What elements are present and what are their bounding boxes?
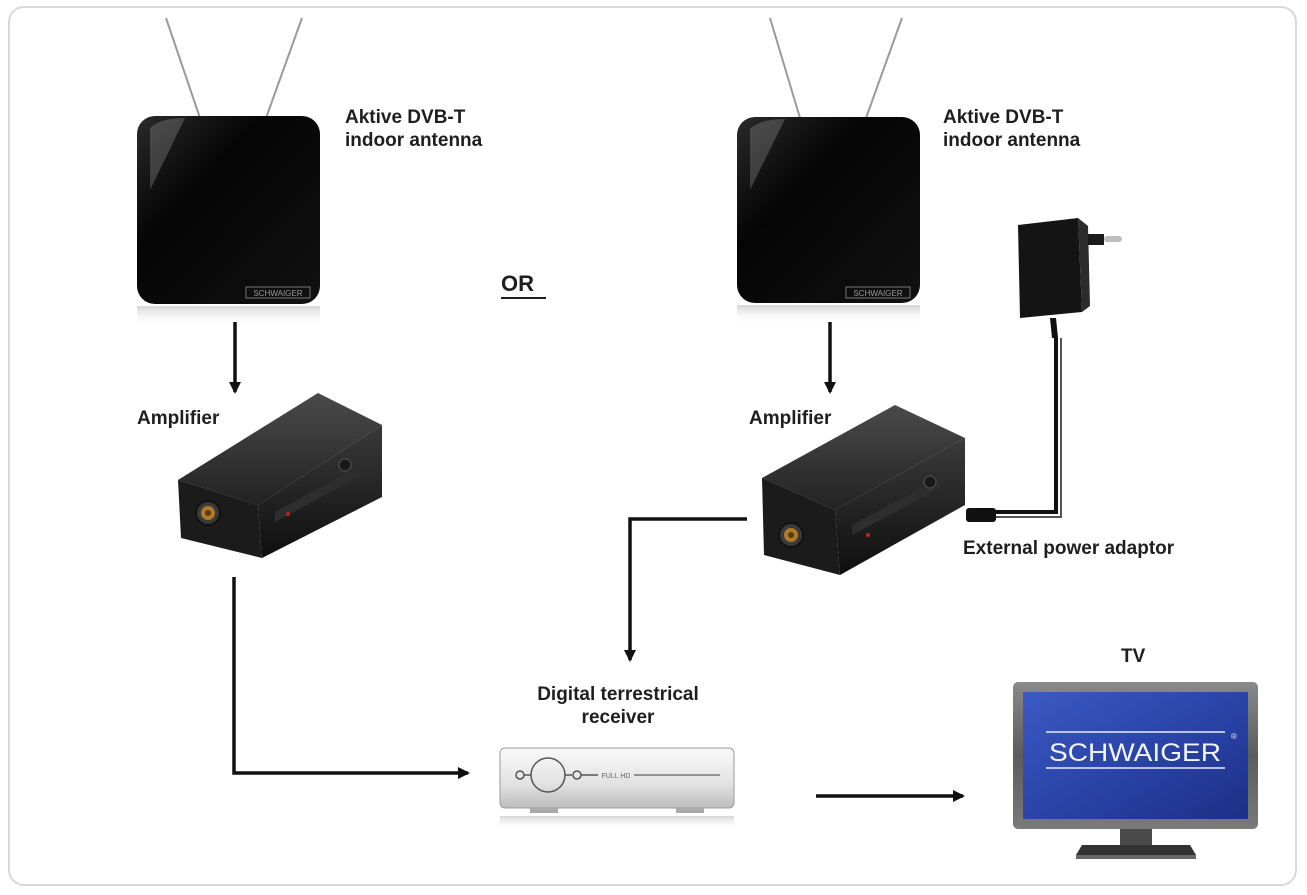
antenna-right-label-line2: indoor antenna — [943, 130, 1081, 151]
antenna-left: SCHWAIGER — [137, 17, 320, 328]
arrow-amplifier-left-to-receiver — [232, 577, 470, 779]
amplifier-left — [178, 393, 382, 558]
power-adaptor — [966, 218, 1122, 522]
arrow-amplifier-right-to-receiver — [624, 517, 747, 662]
antenna-right-label: Aktive DVB-T indoor antenna — [943, 106, 1080, 152]
or-label: OR — [501, 271, 534, 296]
digital-receiver: FULL HD — [499, 747, 735, 830]
connection-arrows — [229, 322, 965, 802]
amplifier-right — [762, 405, 965, 575]
antenna-right: SCHWAIGER — [737, 17, 920, 325]
antenna-left-brand: SCHWAIGER — [253, 289, 302, 298]
amplifier-right-label: Amplifier — [749, 408, 832, 429]
antenna-right-brand: SCHWAIGER — [853, 289, 902, 298]
antenna-left-label-line2: indoor antenna — [345, 130, 483, 151]
antenna-left-label: Aktive DVB-T indoor antenna — [345, 106, 482, 152]
antenna-right-label-line1: Aktive DVB-T — [943, 107, 1064, 128]
tv: SCHWAIGER ® — [1013, 682, 1258, 859]
amplifier-left-label: Amplifier — [137, 408, 220, 429]
tv-label: TV — [1121, 646, 1146, 667]
receiver-label: Digital terrestrical receiver — [504, 683, 732, 729]
power-adaptor-label: External power adaptor — [963, 538, 1175, 559]
antenna-left-label-line1: Aktive DVB-T — [345, 107, 466, 128]
tv-brand-logo: SCHWAIGER — [1049, 739, 1221, 767]
receiver-badge: FULL HD — [602, 773, 631, 780]
receiver-label-line2: receiver — [581, 707, 655, 728]
receiver-label-line1: Digital terrestrical — [537, 684, 699, 705]
tv-registered-mark: ® — [1231, 732, 1237, 741]
